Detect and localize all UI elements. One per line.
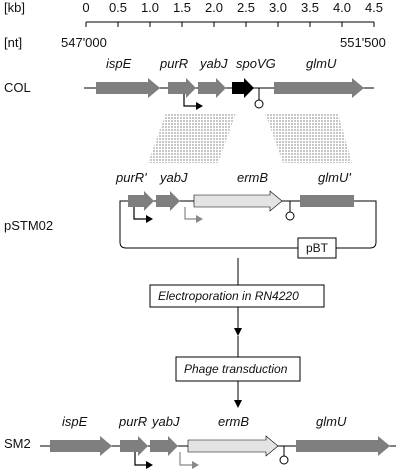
sm2-label: SM2 bbox=[4, 436, 31, 451]
pstm02-gene-ermB-label: ermB bbox=[237, 170, 268, 185]
pstm02-label: pSTM02 bbox=[4, 218, 53, 233]
sm2-promoter-arrow-2 bbox=[179, 452, 192, 466]
sm2-gene-yabJ-label: yabJ bbox=[151, 414, 180, 429]
homology-region-right bbox=[265, 113, 352, 163]
pstm02-promoter-arrowhead-2 bbox=[196, 215, 203, 223]
scale-tick-label: 2.0 bbox=[205, 0, 223, 15]
col-locus: COL ispE purR yabJ spoVG glmU bbox=[4, 56, 374, 110]
col-gene-yabJ-label: yabJ bbox=[199, 56, 228, 71]
transduction-box bbox=[175, 356, 301, 382]
homology-region-left bbox=[148, 113, 236, 163]
nt-start-label: 547'000 bbox=[61, 35, 107, 50]
scale-tick-label: 2.5 bbox=[237, 0, 255, 15]
pbt-label: pBT bbox=[306, 241, 329, 255]
sm2-gene-glmU bbox=[296, 436, 390, 456]
sm2-gene-ermB bbox=[187, 435, 279, 457]
sm2-promoter-arrow-1 bbox=[134, 452, 146, 466]
flow-arrowhead-2 bbox=[234, 328, 242, 336]
nt-end-label: 551'500 bbox=[340, 35, 386, 50]
sm2-locus: SM2 ispE purR yabJ ermB glmU bbox=[4, 414, 396, 469]
scale-tick-label: 4.0 bbox=[333, 0, 351, 15]
sm2-gene-ispE-label: ispE bbox=[62, 414, 88, 429]
sm2-gene-purR bbox=[120, 436, 148, 456]
scale-bar: [kb] 0 0.5 1.0 1.5 2.0 2.5 3.0 3.5 4.0 4.5 [nt] 5… bbox=[4, 0, 386, 50]
pstm02-gene-yabJ-label: yabJ bbox=[159, 170, 188, 185]
process-flow: Electroporation in RN4220 Phage transduc… bbox=[149, 258, 325, 408]
scale-tick-label: 0.5 bbox=[109, 0, 127, 15]
pstm02-terminator bbox=[285, 211, 295, 221]
sm2-terminator bbox=[279, 455, 289, 465]
pstm02-gene-yabJ bbox=[156, 191, 180, 211]
col-gene-yabJ bbox=[198, 78, 226, 98]
sm2-gene-ispE bbox=[50, 436, 112, 456]
pstm02-promoter-arrowhead-1 bbox=[146, 215, 153, 223]
pstm02-gene-ermB bbox=[193, 190, 283, 212]
sm2-promoter-arrowhead-2 bbox=[192, 461, 199, 469]
pstm02-gene-glmU bbox=[300, 195, 354, 207]
sm2-gene-purR-label: purR bbox=[118, 414, 147, 429]
electroporation-label: Electroporation in RN4220 bbox=[158, 289, 299, 303]
pstm02-gene-purR bbox=[128, 191, 154, 211]
sm2-gene-ermB-label: ermB bbox=[218, 414, 249, 429]
pstm02-promoter-arrow-1 bbox=[133, 207, 146, 220]
pstm02-gene-purR-label: purR' bbox=[115, 170, 147, 185]
pstm02-gene-glmU-label: glmU' bbox=[318, 170, 351, 185]
col-gene-ispE bbox=[96, 78, 160, 98]
sm2-gene-yabJ bbox=[150, 436, 178, 456]
sm2-promoter-arrowhead-1 bbox=[146, 461, 153, 469]
electroporation-box bbox=[149, 284, 325, 308]
col-gene-purR-label: purR bbox=[159, 56, 188, 71]
col-gene-purR bbox=[168, 78, 196, 98]
sm2-gene-glmU-label: glmU bbox=[316, 414, 347, 429]
pbt-box bbox=[297, 237, 337, 259]
flow-arrowhead-4 bbox=[234, 400, 242, 408]
transduction-label: Phage transduction bbox=[184, 362, 288, 376]
scale-tick-label: 1.0 bbox=[141, 0, 159, 15]
col-terminator bbox=[254, 99, 264, 109]
pstm02-plasmid: pSTM02 purR' yabJ ermB glmU' pBT bbox=[4, 170, 377, 259]
col-gene-spoVG bbox=[232, 78, 254, 98]
kb-unit-label: [kb] bbox=[4, 0, 25, 15]
scale-tick-label: 1.5 bbox=[173, 0, 191, 15]
pstm02-backbone bbox=[119, 200, 377, 249]
col-gene-spoVG-label: spoVG bbox=[236, 56, 276, 71]
col-label: COL bbox=[4, 80, 31, 95]
scale-tick-label: 0 bbox=[82, 0, 89, 15]
nt-unit-label: [nt] bbox=[4, 35, 22, 50]
col-gene-ispE-label: ispE bbox=[106, 56, 132, 71]
scale-ticks: 0 0.5 1.0 1.5 2.0 2.5 3.0 3.5 4.0 4.5 bbox=[82, 0, 383, 27]
scale-tick-label: 3.5 bbox=[301, 0, 319, 15]
col-gene-glmU-label: glmU bbox=[306, 56, 337, 71]
col-promoter-arrow bbox=[183, 94, 196, 107]
scale-tick-label: 3.0 bbox=[269, 0, 287, 15]
scale-tick-label: 4.5 bbox=[365, 0, 383, 15]
col-promoter-arrowhead bbox=[196, 102, 203, 110]
col-gene-glmU bbox=[274, 78, 364, 98]
pstm02-promoter-arrow-2 bbox=[184, 207, 196, 220]
